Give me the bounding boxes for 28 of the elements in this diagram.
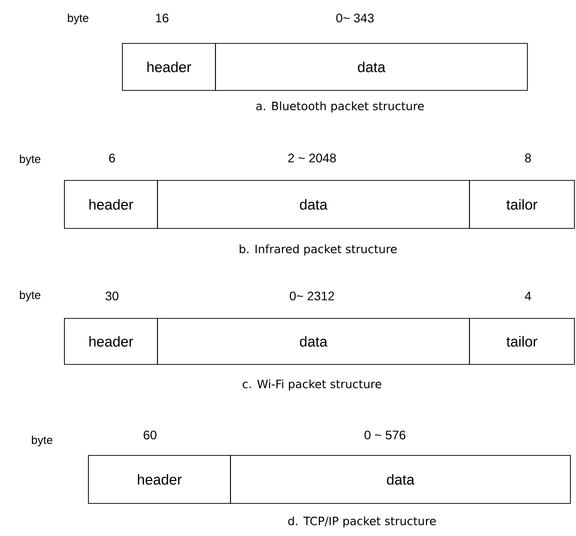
packet-field: data xyxy=(230,455,571,504)
caption: b. Infrared packet structure xyxy=(240,244,397,256)
unit-label: byte xyxy=(32,436,52,446)
byte-count: 4 xyxy=(524,292,532,300)
byte-count: 8 xyxy=(525,154,531,162)
byte-count: 0~ 2312 xyxy=(290,292,334,300)
byte-count: 0~ 343 xyxy=(336,14,374,22)
packet-field: tailor xyxy=(469,318,575,365)
caption: a. Bluetooth packet structure xyxy=(256,101,424,113)
packet-field: header xyxy=(88,455,231,504)
packet-field: data xyxy=(215,43,528,91)
packet-field: header xyxy=(64,318,158,365)
unit-label: byte xyxy=(20,290,40,302)
packet-field: header xyxy=(122,43,216,91)
packet-field: data xyxy=(157,180,470,229)
byte-count: 0 ~ 576 xyxy=(364,430,406,440)
packet-field: header xyxy=(64,180,158,229)
packet-field: data xyxy=(157,318,470,365)
caption: d. TCP/IP packet structure xyxy=(288,516,436,528)
byte-count: 16 xyxy=(156,14,168,22)
byte-count: 30 xyxy=(106,292,118,300)
byte-count: 60 xyxy=(144,430,156,440)
byte-count: 6 xyxy=(109,154,115,162)
packet-field: tailor xyxy=(469,180,575,229)
unit-label: byte xyxy=(20,154,40,166)
byte-count: 2 ~ 2048 xyxy=(288,154,336,162)
unit-label: byte xyxy=(68,14,88,24)
caption: c. Wi-Fi packet structure xyxy=(242,379,382,391)
